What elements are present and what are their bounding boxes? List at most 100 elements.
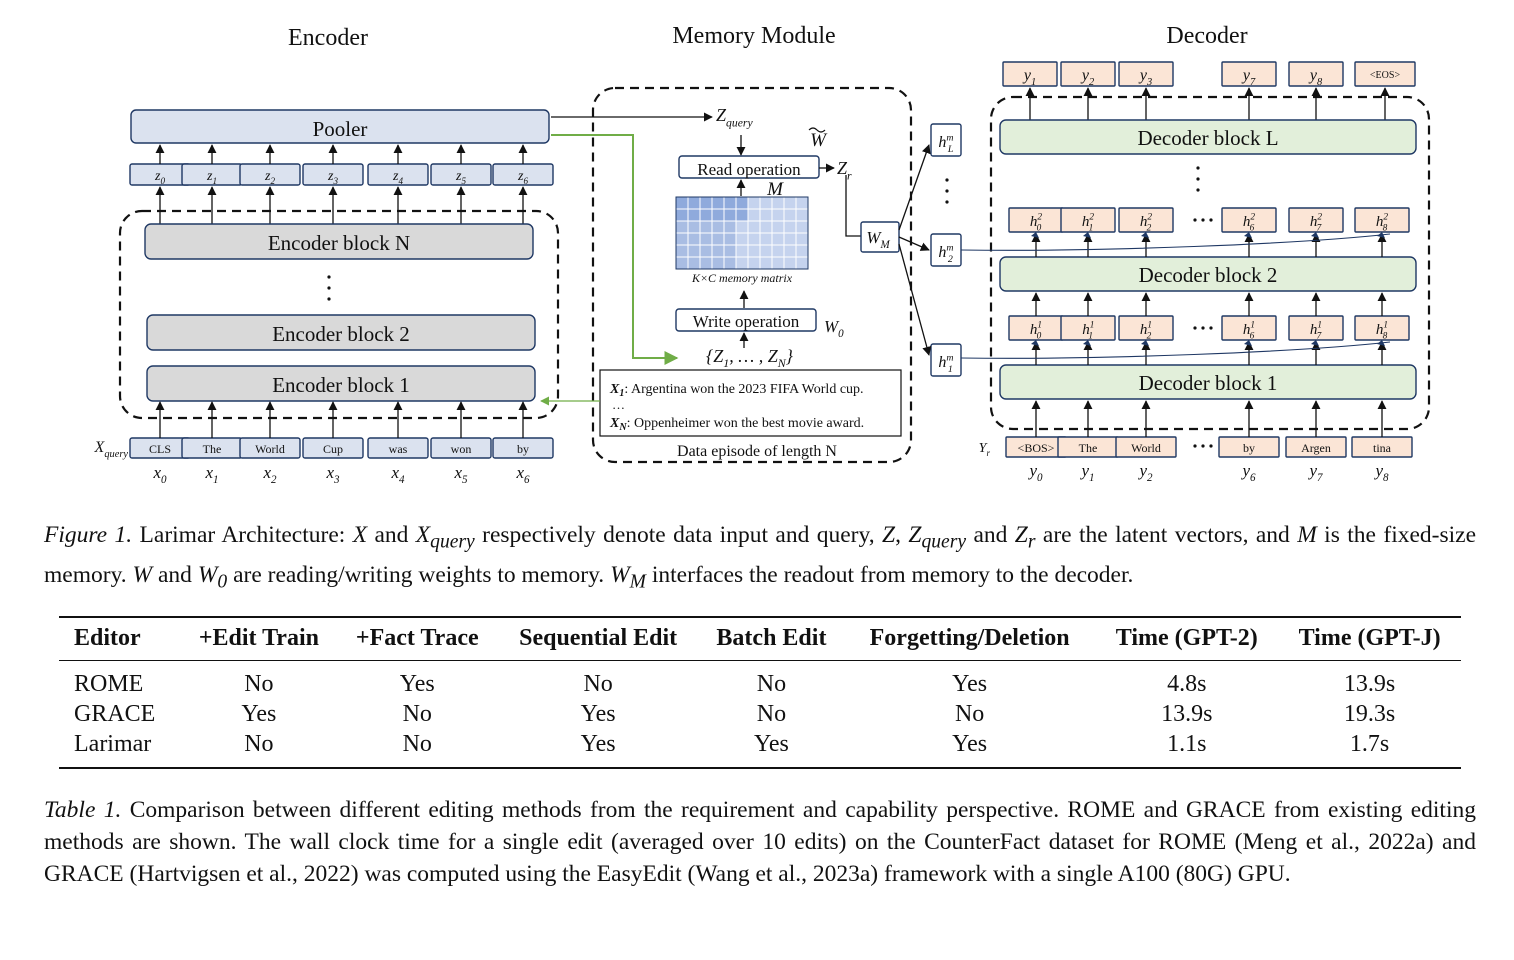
decoder-block-label: Decoder block L — [1137, 126, 1278, 150]
table-caption-text: Comparison between different editing met… — [44, 797, 1476, 887]
output-token-box — [1288, 61, 1344, 87]
eos-token-box — [1354, 61, 1416, 87]
memory-matrix-cell — [771, 196, 785, 210]
wm-to-h1-arrow — [898, 243, 932, 356]
encoder-block-label: Encoder block 2 — [272, 322, 410, 346]
table-cell: Yes — [399, 670, 435, 697]
pooler-box — [130, 109, 550, 144]
memory-matrix-cell — [771, 208, 785, 222]
caption-text: are reading/writing weights to memory. — [227, 561, 611, 588]
w0-label: W0 — [824, 317, 844, 340]
memory-matrix-cell — [675, 196, 689, 210]
memory-matrix-cell — [723, 196, 737, 210]
memory-injection-mark — [1311, 232, 1319, 238]
memory-matrix-cell — [699, 220, 713, 234]
green-latent-arrow — [551, 134, 679, 365]
figure-caption: Figure 1. Larimar Architecture: X and Xq… — [44, 519, 1476, 598]
decoder-dashed-region — [989, 95, 1431, 431]
table-cell: No — [756, 700, 787, 727]
encoder-dashed-region — [118, 209, 560, 420]
decoder-title: Decoder — [1166, 23, 1247, 49]
memory-readout-dots — [945, 189, 949, 193]
decoder-input-token-label: tina — [1373, 441, 1392, 455]
decoder-input-token-label: Argen — [1301, 441, 1331, 455]
caption-text: and — [367, 522, 416, 548]
memory-matrix-cell — [747, 220, 761, 234]
table-cell: No — [583, 670, 613, 697]
decoder-hidden-l1-dots — [1201, 326, 1205, 330]
memory-matrix-border — [675, 196, 809, 270]
decoder-block-label: Decoder block 2 — [1139, 263, 1278, 287]
caption-math-symbol: M — [1297, 522, 1317, 548]
table-cell: Yes — [580, 700, 616, 727]
output-token-label: y2 — [1080, 67, 1094, 88]
table-cell: Yes — [952, 670, 988, 697]
memory-matrix-cell — [771, 220, 785, 234]
table-cell: No — [756, 670, 787, 697]
caption-math-symbol: W — [132, 561, 153, 588]
decoder-y-label: y7 — [1307, 461, 1323, 484]
yr-label: Yr — [979, 441, 991, 458]
decoder-block — [999, 119, 1417, 155]
memory-injection-mark — [1083, 340, 1091, 346]
latent-z-label: z3 — [327, 169, 338, 186]
table-cell: No — [402, 700, 432, 727]
decoder-vertical-dots — [1196, 177, 1200, 181]
memory-m-label: M — [766, 179, 784, 200]
decoder-hidden-l2-dots — [1193, 218, 1197, 222]
memory-matrix-cell — [711, 220, 725, 234]
memory-matrix-cell — [699, 256, 713, 270]
table-cell: Yes — [952, 730, 988, 757]
table-cell: No — [402, 730, 432, 757]
episode-ellipsis: … — [612, 397, 625, 412]
table-cell: 19.3s — [1343, 700, 1396, 727]
write-operation-box — [675, 308, 817, 332]
memory-matrix-cell — [711, 256, 725, 270]
memory-matrix-cell — [735, 244, 749, 258]
h2-memory-curve — [960, 233, 1391, 251]
memory-readout-dots — [945, 178, 949, 182]
memory-matrix-cell — [723, 220, 737, 234]
latent-z-label: z6 — [517, 169, 528, 186]
memory-matrix-cell — [675, 244, 689, 258]
caption-math-symbol: Zquery — [908, 522, 967, 553]
memory-injection-mark — [1141, 232, 1149, 238]
caption-math-symbol: W0 — [197, 561, 228, 593]
table-header-cell: Forgetting/Deletion — [869, 625, 1070, 651]
memory-matrix-cell — [723, 232, 737, 246]
zquery-label: Zquery — [716, 105, 753, 129]
decoder-y-label: y2 — [1137, 461, 1153, 484]
input-x-label: x5 — [453, 463, 468, 486]
memory-matrix-cell — [723, 208, 737, 222]
table-cell: 13.9s — [1161, 700, 1213, 727]
table-cell: No — [244, 670, 274, 697]
zr-to-wm-line — [845, 175, 861, 237]
memory-injection-mark — [1031, 340, 1039, 346]
memory-matrix-cell — [687, 256, 701, 270]
latent-z-label: z2 — [264, 169, 275, 186]
input-token-label: World — [255, 442, 285, 456]
input-x-label: x4 — [390, 463, 405, 486]
memory-matrix-cell — [699, 208, 713, 222]
wm-to-hl-arrow — [898, 144, 931, 231]
zr-label: Zr — [837, 158, 852, 182]
memory-matrix-cell — [675, 208, 689, 222]
table-header-cell: +Fact Trace — [355, 625, 479, 651]
memory-matrix-cell — [759, 208, 773, 222]
memory-matrix-cell — [759, 244, 773, 258]
memory-matrix-cell — [747, 256, 761, 270]
memory-matrix-cell — [771, 232, 785, 246]
caption-text: respectively denote data input and query… — [474, 522, 882, 548]
data-episode-box — [599, 369, 902, 437]
memory-matrix-cell — [675, 220, 689, 234]
memory-matrix-cell — [735, 208, 749, 222]
